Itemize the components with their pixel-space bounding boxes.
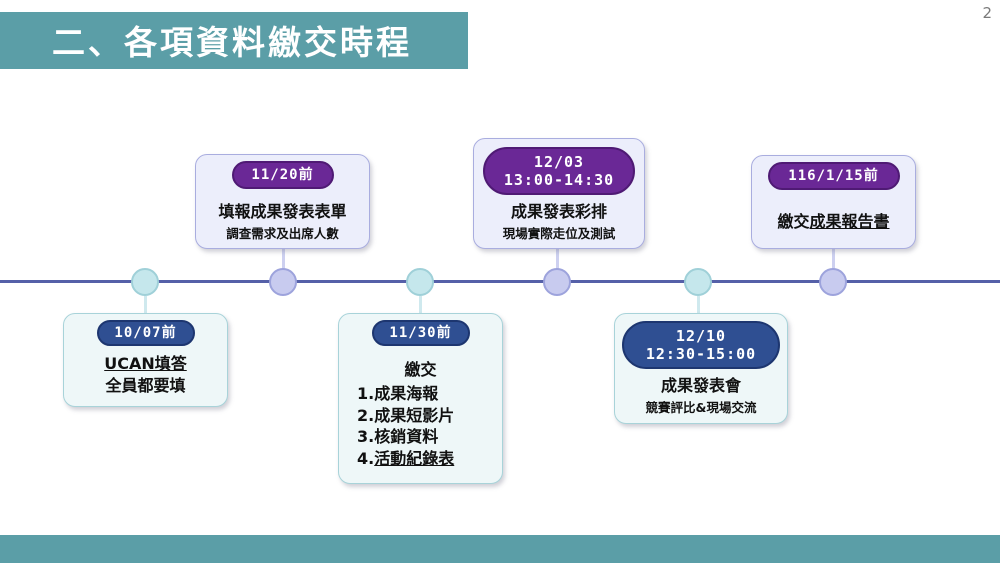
timeline-node-3 bbox=[406, 268, 434, 296]
milestone-card-2: 11/20前 填報成果發表表單 調查需求及出席人數 bbox=[195, 154, 370, 249]
timeline-node-4 bbox=[543, 268, 571, 296]
date-pill: 10/07前 bbox=[96, 320, 195, 346]
connector-5 bbox=[697, 296, 700, 314]
report-underlined-part: 成果報告書 bbox=[809, 212, 890, 231]
milestone-title: 成果發表會 bbox=[660, 376, 741, 395]
timeline-line bbox=[0, 280, 1000, 283]
timeline-node-1 bbox=[131, 268, 159, 296]
title-bar bbox=[0, 12, 468, 69]
time-range: 13:00-14:30 bbox=[503, 171, 615, 189]
milestone-card-3: 11/30前 繳交 1.成果海報 2.成果短影片 3.核銷資料 4.活動紀錄表 bbox=[338, 313, 503, 484]
milestone-subtitle: 全員都要填 bbox=[105, 375, 186, 395]
connector-3 bbox=[419, 296, 422, 314]
date-pill: 116/1/15前 bbox=[767, 162, 900, 190]
milestone-title: 繳交 bbox=[404, 360, 437, 379]
milestone-card-4: 12/03 13:00-14:30 成果發表彩排 現場實際走位及測試 bbox=[473, 138, 645, 249]
date: 12/03 bbox=[533, 153, 585, 171]
activity-log-underlined: 活動紀錄表 bbox=[374, 448, 455, 468]
milestone-title: 成果發表彩排 bbox=[510, 202, 607, 221]
date-pill: 11/20前 bbox=[231, 161, 334, 189]
timeline-node-5 bbox=[684, 268, 712, 296]
footer-bar bbox=[0, 535, 1000, 563]
connector-6 bbox=[832, 248, 835, 270]
milestone-title: 繳交成果報告書 bbox=[777, 212, 890, 231]
milestone-card-6: 116/1/15前 繳交成果報告書 bbox=[751, 155, 916, 249]
submission-item-activity-log: 4.活動紀錄表 bbox=[357, 448, 454, 470]
connector-2 bbox=[282, 248, 285, 270]
timeline-node-6 bbox=[819, 268, 847, 296]
milestone-title: UCAN填答 bbox=[104, 354, 187, 373]
timeline-node-2 bbox=[269, 268, 297, 296]
slide-title: 二、各項資料繳交時程 bbox=[52, 23, 412, 62]
connector-4 bbox=[556, 248, 559, 270]
milestone-subtitle: 競賽評比&現場交流 bbox=[645, 399, 757, 415]
datetime-pill: 12/03 13:00-14:30 bbox=[483, 147, 635, 195]
submission-item-expense: 3.核銷資料 bbox=[357, 427, 439, 447]
milestone-card-1: 10/07前 UCAN填答 全員都要填 bbox=[63, 313, 228, 407]
connector-1 bbox=[144, 296, 147, 314]
activity-log-text: 4.活動紀錄表 bbox=[357, 448, 455, 468]
milestone-card-5: 12/10 12:30-15:00 成果發表會 競賽評比&現場交流 bbox=[614, 313, 788, 424]
time-range: 12:30-15:00 bbox=[645, 345, 757, 363]
milestone-subtitle: 現場實際走位及測試 bbox=[502, 225, 616, 241]
milestone-title: 填報成果發表表單 bbox=[218, 202, 347, 221]
milestone-subtitle: 調查需求及出席人數 bbox=[226, 225, 339, 241]
date: 12/10 bbox=[675, 327, 727, 345]
page-number: 2 bbox=[982, 4, 992, 22]
submission-item-video: 2.成果短影片 bbox=[357, 405, 455, 425]
datetime-pill: 12/10 12:30-15:00 bbox=[622, 321, 780, 369]
submission-item-poster: 1.成果海報 bbox=[357, 384, 439, 403]
date-pill: 11/30前 bbox=[371, 320, 470, 346]
